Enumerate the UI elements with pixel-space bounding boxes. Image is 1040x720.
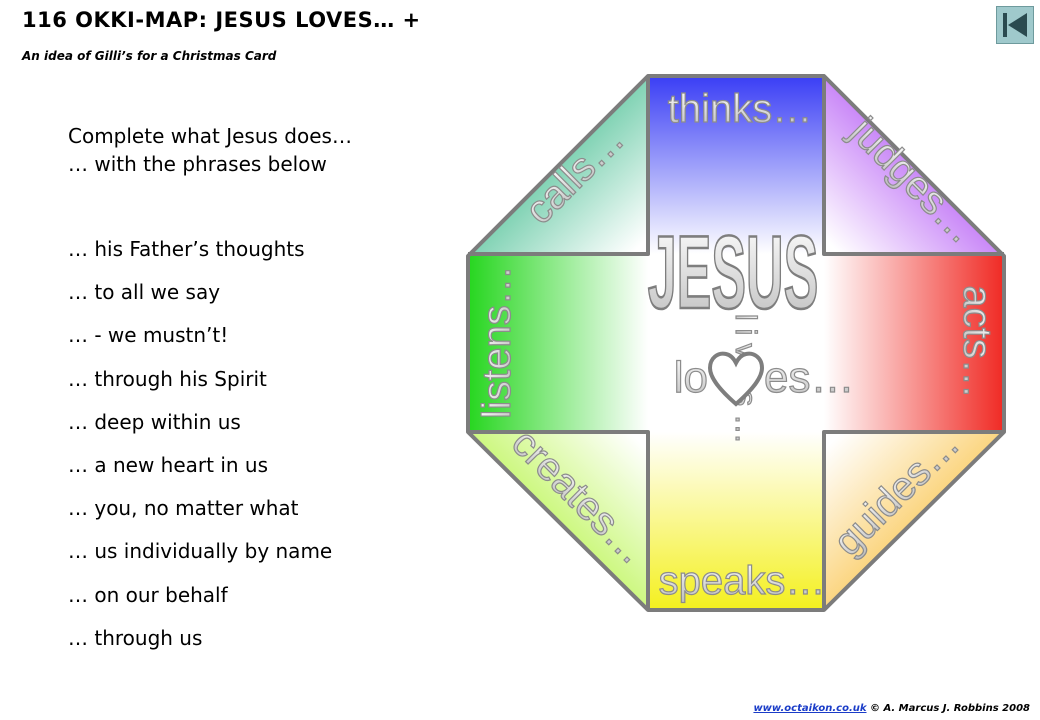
copyright: © A. Marcus J. Robbins 2008 [866, 703, 1030, 714]
phrase-list: … his Father’s thoughts … to all we say … [68, 236, 332, 668]
instruction-line-2: … with the phrases below [68, 152, 327, 176]
label-thinks: thinks… [668, 87, 813, 131]
phrase-item: … you, no matter what [68, 496, 299, 521]
page-title: 116 OKKI-MAP: JESUS LOVES… + [22, 8, 421, 32]
center-loves-left: lo [674, 353, 708, 402]
phrase-item: … a new heart in us [68, 452, 269, 477]
footer: www.octaikon.co.uk © A. Marcus J. Robbin… [753, 703, 1030, 714]
instruction-line-1: Complete what Jesus does… [68, 124, 352, 148]
segment-bottom [648, 432, 824, 610]
phrase-item: … on our behalf [68, 582, 228, 607]
segment-right [824, 256, 1004, 432]
segment-left [468, 256, 648, 432]
center-jesus: JESUS [648, 216, 818, 331]
heart-icon [707, 351, 765, 407]
phrase-item: … his Father’s thoughts [68, 237, 305, 261]
instructions: Complete what Jesus does… … with the phr… [68, 122, 352, 178]
label-speaks: speaks… [659, 559, 826, 603]
segment-top [648, 76, 824, 254]
octagon-map: thinks… speaks… calls… judges… listens… … [466, 74, 1006, 612]
page-subtitle: An idea of Gilli’s for a Christmas Card [22, 49, 277, 63]
phrase-item: … through us [68, 625, 203, 650]
phrase-item: … deep within us [68, 409, 241, 434]
phrase-item: … us individually by name [68, 539, 333, 564]
first-slide-button[interactable] [996, 6, 1034, 44]
label-acts: acts… [955, 285, 999, 398]
center-loves-right: es… [764, 353, 854, 402]
phrase-item: … to all we say [68, 280, 221, 305]
label-listens: listens… [475, 265, 519, 418]
phrase-item: … - we mustn’t! [68, 323, 229, 348]
phrase-item: … through his Spirit [68, 366, 267, 391]
first-slide-icon [1003, 13, 1027, 37]
website-link[interactable]: www.octaikon.co.uk [753, 703, 867, 714]
